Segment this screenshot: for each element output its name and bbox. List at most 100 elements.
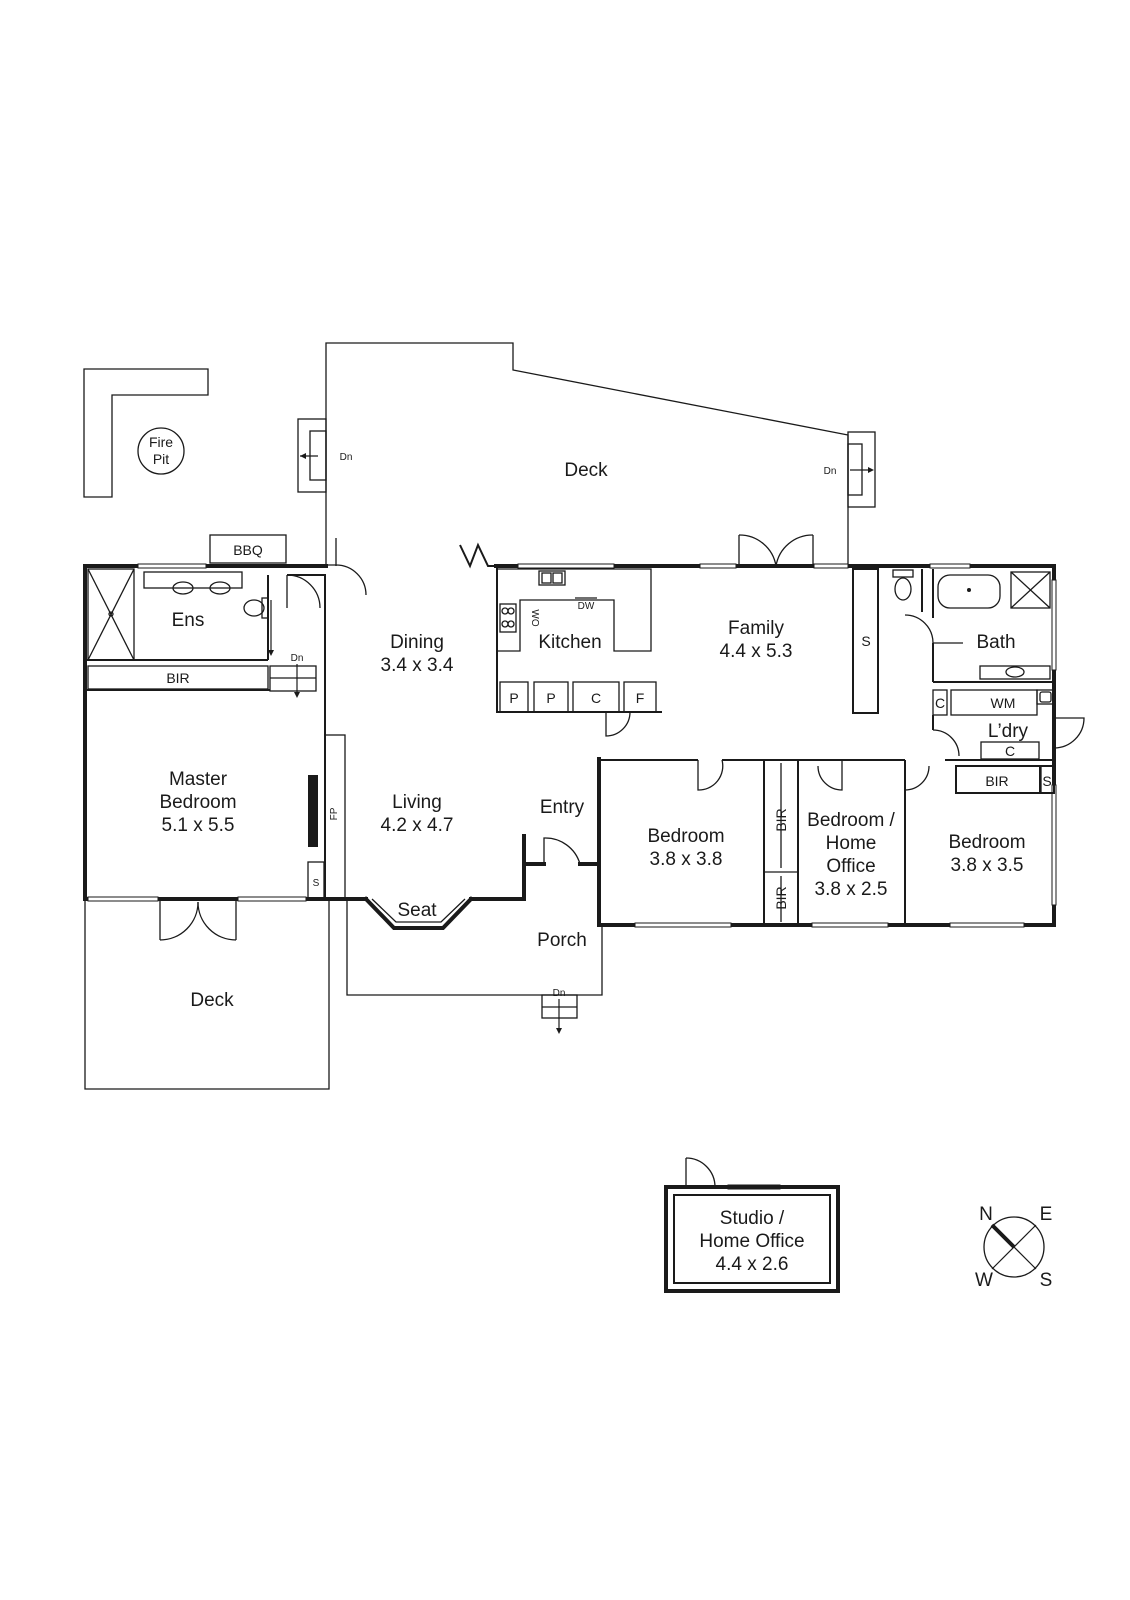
down-arrowhead-right [868,467,874,473]
bbq-box [209,534,287,564]
wall-oven-label: WO [529,609,540,626]
external-walls [83,564,1056,927]
bath-door-swing [904,614,934,644]
laundry-door-swing [1053,717,1085,749]
burner-3 [501,620,509,628]
master-label-3: 5.1 x 5.5 [162,815,235,836]
step-down-label: Dn [291,653,304,664]
ens-vanity [143,571,243,589]
cupboard-ldry-1-label: C [935,695,945,711]
porch-down-label: Dn [553,988,566,999]
window-bath [929,563,971,569]
fire-pit-label-2: Pit [153,451,169,467]
kitchen-sink-bowl-2 [552,572,563,584]
fireplace-hearth [308,775,318,847]
bath-shower [1010,571,1051,609]
dining-door-swing [326,564,367,596]
kitchen-label: Kitchen [538,632,601,653]
entry-door-swing [543,837,581,865]
fire-pit-circle [137,427,185,475]
ens-basin-2 [209,581,231,595]
dining-label-2: 3.4 x 3.4 [381,655,454,676]
master-label-2: Bedroom [159,792,236,813]
window-bedroom3-east [1051,784,1057,906]
bath-toilet-cistern [892,569,914,578]
ens-shower-x2 [87,568,135,661]
bedroom3-label-2: 3.8 x 3.5 [951,855,1024,876]
bedrooms: Bedroom 3.8 x 3.8 BIR BIR Bedroom / Home… [597,757,1055,927]
studio-label-2: Home Office [699,1231,804,1252]
stair-down-label-right: Dn [824,466,837,477]
fridge [623,681,657,713]
compass-w: W [975,1270,993,1291]
family-door-right-swing [775,534,814,567]
master-door-left-swing [159,901,199,941]
window-family-2 [813,563,849,569]
bedroom3-door-swing [904,765,930,791]
window-family-1 [699,563,737,569]
master-door-right-swing [197,901,237,941]
window-ens [137,563,207,569]
store-bedroom3-label: S [1042,773,1051,789]
pantry-2 [533,681,569,713]
window-bedroom-office [811,922,889,928]
bir-a-label: BIR [773,808,789,831]
bay-window-inner [371,898,466,923]
studio-inner-walls [673,1194,831,1284]
compass-e: E [1040,1204,1053,1225]
cupboard-ldry-2-label: C [1005,743,1015,759]
hall-door-swing [286,574,321,609]
ldry-tub-inner [1039,691,1052,703]
compass-s: S [1040,1270,1053,1291]
bath-shower-x2 [1010,571,1051,609]
entry-porch: Entry Porch Dn [346,797,603,1034]
pantry-1-label: P [509,690,518,706]
bathtub [937,574,1001,609]
compass-circle [983,1216,1045,1278]
pantry-2-label: P [546,690,555,706]
bedroom1-door-swing [697,759,724,791]
bir-master-label: BIR [166,670,189,686]
bbq: BBQ [209,534,287,564]
deck-outline [325,342,849,566]
compass: N E S W [975,1204,1052,1291]
garden-wall [83,368,209,498]
porch-outline [346,899,603,996]
bath-vanity [979,665,1051,680]
bottom-deck-outline [84,899,330,1090]
store-master-label: S [313,878,320,889]
top-deck: Dn Dn Deck [297,342,876,566]
bedroom1-label-1: Bedroom [647,826,724,847]
family-door-left-swing [738,534,777,567]
office-door-swing [817,760,843,791]
entry-label: Entry [540,797,585,818]
studio-door-swing [685,1157,716,1188]
studio-label-3: 4.4 x 2.6 [716,1254,789,1275]
bath-label: Bath [976,632,1015,653]
bathtub-drain [967,588,971,592]
bedroom1-label-2: 3.8 x 3.8 [650,849,723,870]
living-label-1: Living [392,792,442,813]
ens-arrowhead [268,650,274,656]
stair-down-label-left: Dn [340,452,353,463]
family-store [852,568,879,714]
step-arrowhead [294,692,300,698]
dishwasher-label: DW [578,601,595,612]
office-label-1: Bedroom / [807,810,895,831]
down-arrowhead-left [300,453,306,459]
wall-entry-east [578,862,601,927]
cupboard-kitchen-label: C [591,690,601,706]
store-master [307,861,325,900]
dining-label-1: Dining [390,632,444,653]
burner-4 [507,620,515,628]
bbq-label: BBQ [233,542,263,558]
ldry-tub [1036,689,1055,705]
bath-toilet [894,577,912,601]
kitchen-sink [538,570,566,586]
cupboard-ldry-1 [932,689,948,716]
family-label-1: Family [728,618,784,639]
office-label-2: Home [826,833,877,854]
bay-seat: Seat [363,896,474,930]
burner-1 [501,607,509,615]
